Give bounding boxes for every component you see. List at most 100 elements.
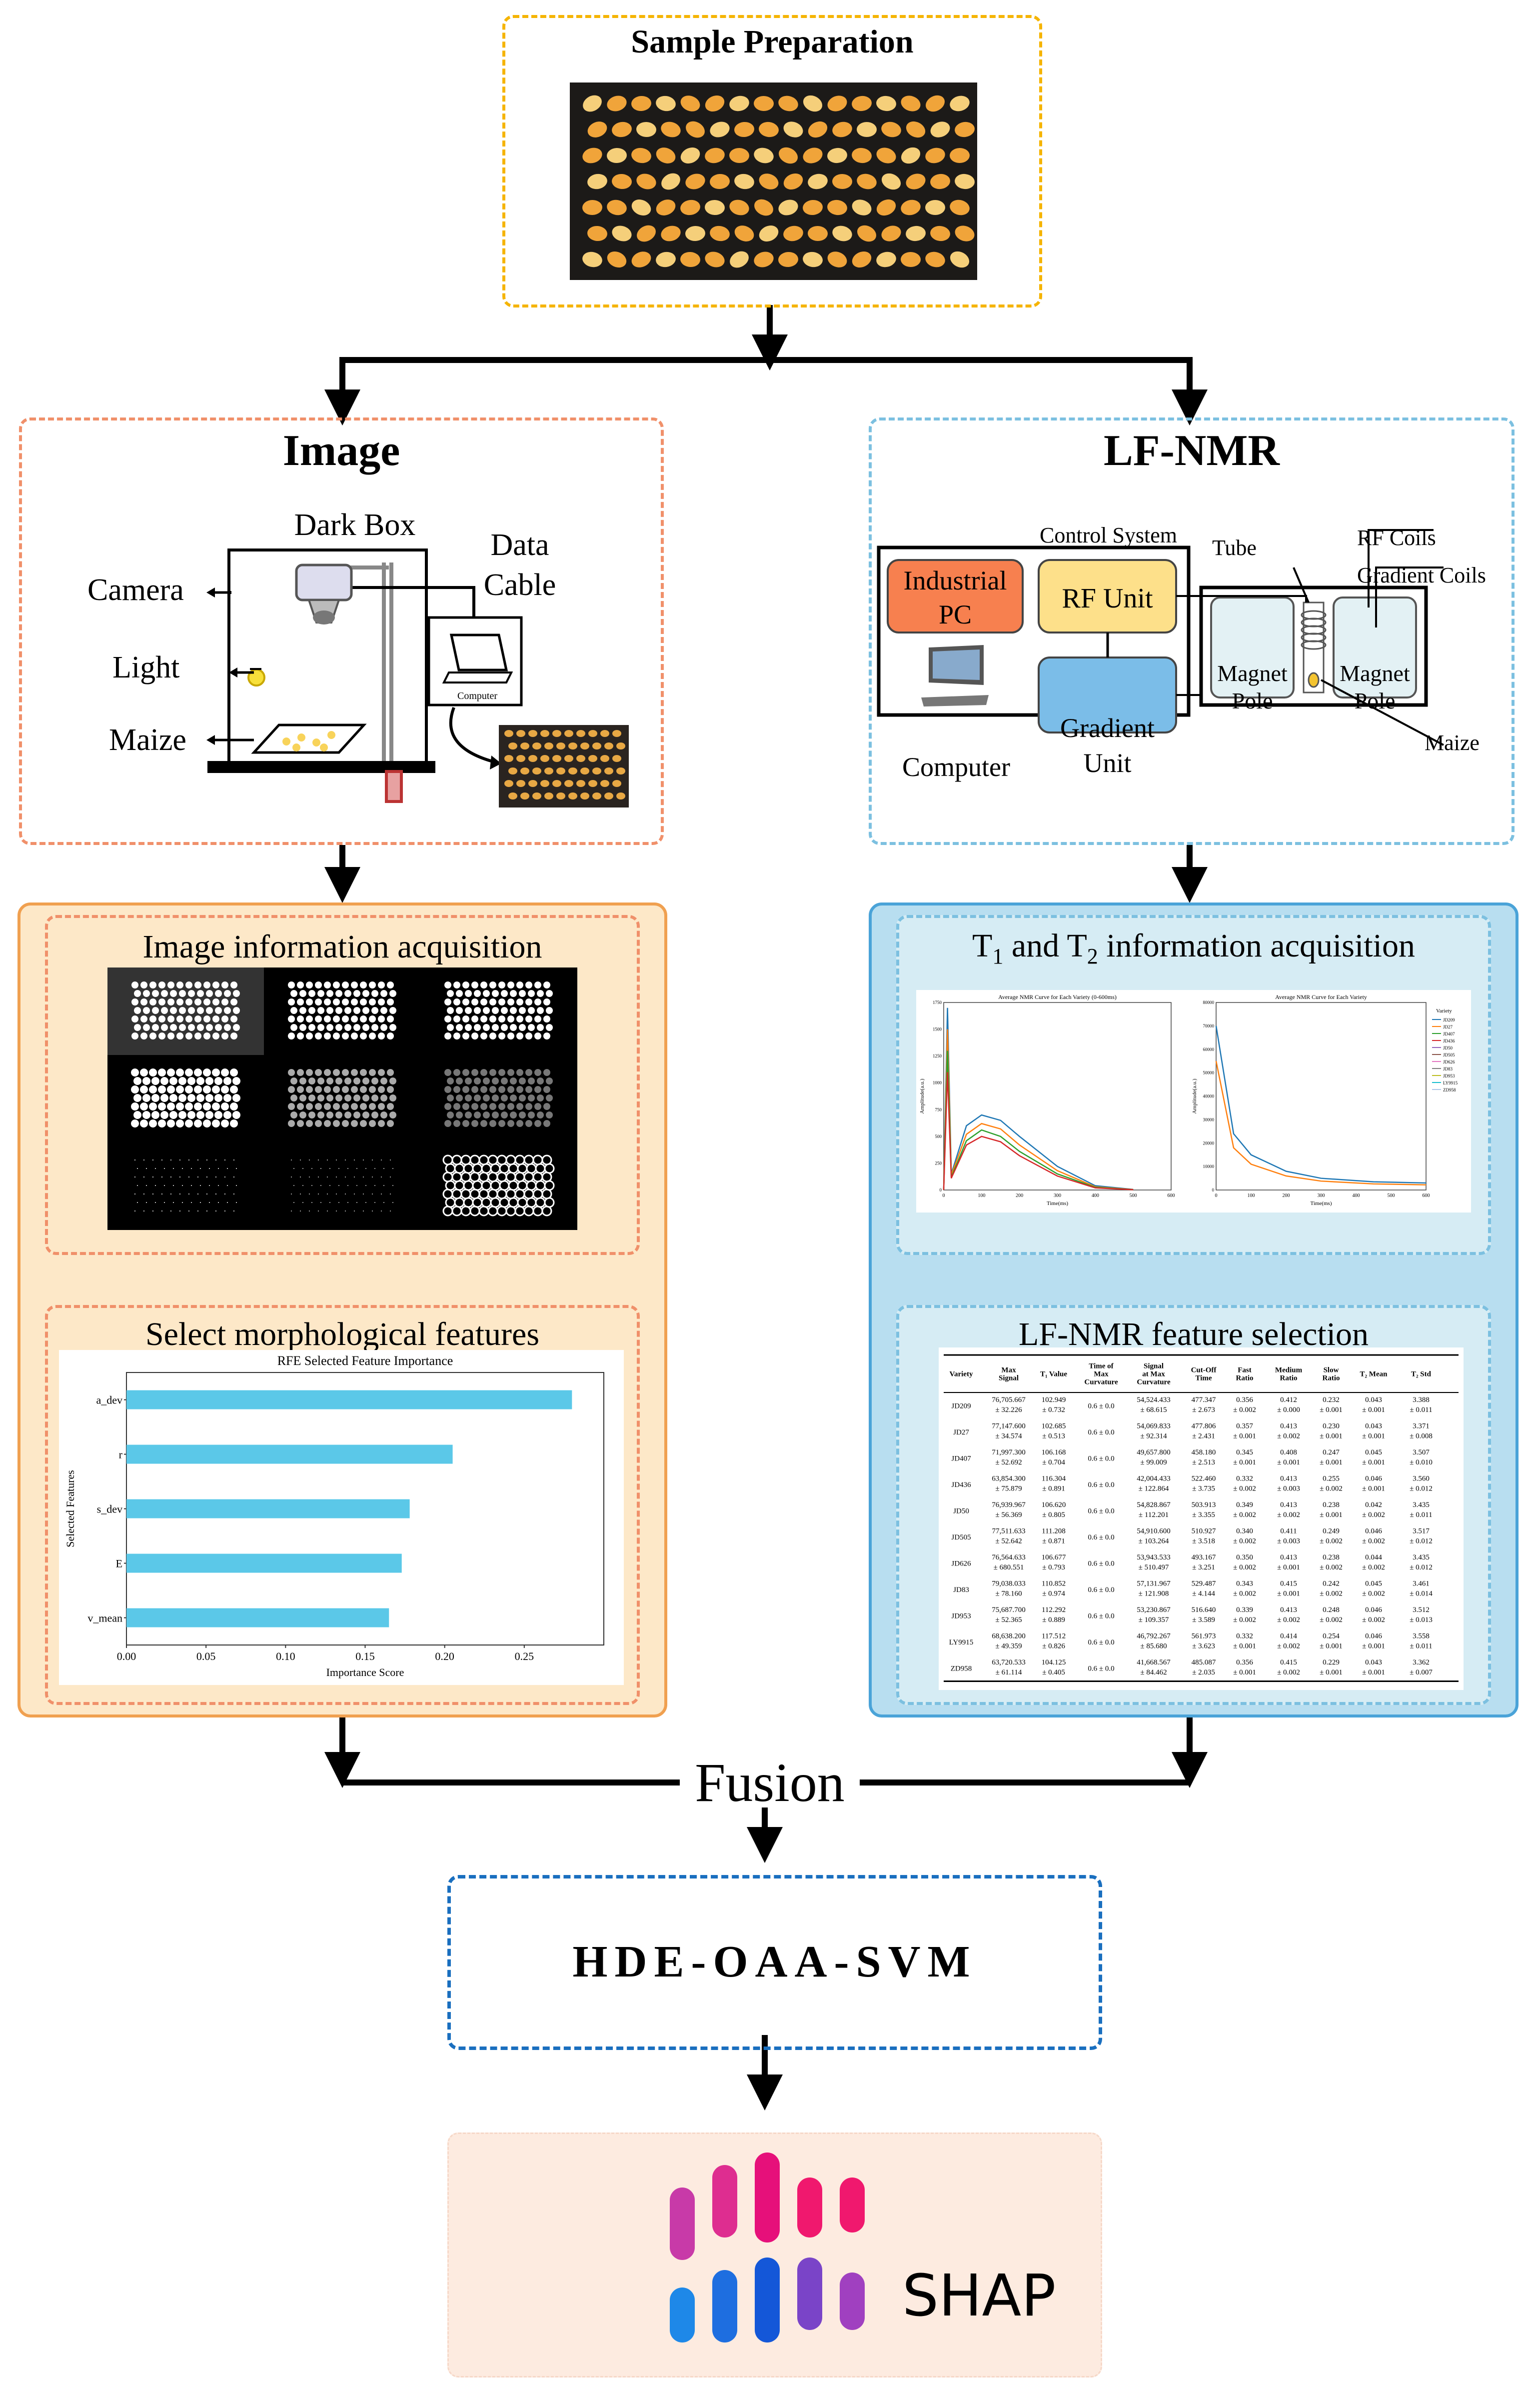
maize-kernel: [950, 148, 970, 164]
processed-image-cell: [264, 1142, 420, 1230]
kernel-blob: [297, 1086, 304, 1093]
table-cell: ± 3.623: [1192, 1642, 1215, 1650]
maize-kernel: [631, 96, 651, 112]
nmr-y-axis-label: Amplitude(a.u.): [919, 1078, 925, 1114]
image-box: Image: [19, 418, 664, 845]
mini-kernel: [504, 730, 513, 737]
kernel-blob: [315, 1120, 322, 1127]
table-cell: ± 0.513: [1042, 1432, 1065, 1440]
nmr-legend-entry: JD50: [1443, 1046, 1453, 1050]
maize-kernel: [734, 226, 754, 242]
kernel-blob: [369, 1120, 376, 1127]
kernel-blob: [324, 998, 331, 1006]
maize-photo: [570, 82, 977, 280]
mini-kernel: [616, 742, 625, 750]
mini-kernel: [600, 780, 609, 787]
kernel-blob: [194, 1068, 202, 1076]
maize-kernel: [705, 148, 725, 164]
kernel-blob: [306, 1016, 313, 1022]
mini-kernel: [528, 755, 537, 762]
kernel-blob: [203, 998, 210, 1006]
kernel-blob: [516, 1103, 523, 1110]
maize-kernel: [808, 121, 828, 138]
kernel-blob: [160, 1077, 168, 1085]
kernel-blob: [369, 1016, 376, 1022]
table-cell: 79,038.033: [992, 1580, 1026, 1588]
mini-kernel: [604, 742, 613, 750]
table-cell: ± 0.001: [1320, 1668, 1343, 1676]
maize-kernel: [705, 252, 725, 268]
nmr-x-axis-label: Time(ms): [1047, 1200, 1068, 1206]
maize-kernel: [803, 148, 823, 164]
table-cell: ± 92.314: [1140, 1432, 1167, 1440]
table-cell: ± 0.001: [1362, 1406, 1385, 1414]
table-cell: 0.046: [1365, 1528, 1382, 1536]
kernel-blob: [297, 1016, 304, 1022]
maize-kernel: [754, 96, 774, 112]
table-cell: ± 0.012: [1410, 1538, 1433, 1546]
kernel-blob: [221, 1032, 228, 1040]
kernel-blob: [176, 998, 183, 1006]
kernel-blob: [179, 1176, 180, 1178]
table-cell: ± 0.002: [1277, 1511, 1300, 1519]
maize-kernel: [636, 174, 656, 190]
table-header-cell: Curvature: [1137, 1378, 1171, 1386]
kernel-blob: [315, 1016, 322, 1022]
kernel-blob: [387, 998, 394, 1006]
maize-kernel: [803, 200, 823, 216]
table-header-cell: Ratio: [1280, 1374, 1298, 1382]
x-tick-label: 0.05: [196, 1650, 216, 1662]
table-cell: ± 0.002: [1233, 1564, 1256, 1572]
mini-kernel: [576, 730, 585, 737]
mini-kernel: [520, 792, 529, 800]
arrow-split-line: [339, 357, 1193, 395]
table-cell: ± 0.002: [1233, 1406, 1256, 1414]
kernel-blob: [351, 1069, 358, 1076]
kernel-blob: [290, 1112, 297, 1118]
kernel-blob: [227, 1168, 228, 1169]
table-cell: ± 0.002: [1320, 1590, 1343, 1598]
kernel-blob: [336, 1176, 337, 1178]
kernel-blob: [498, 1069, 505, 1076]
kernel-blob: [474, 1007, 481, 1014]
mini-kernel: [516, 780, 525, 787]
table-cell: ± 0.000: [1277, 1406, 1300, 1414]
kernel-blob: [525, 1016, 532, 1022]
table-header-cell: T₂ Mean: [1360, 1370, 1388, 1378]
kernel-blob: [214, 1077, 222, 1085]
kernel-blob: [324, 1103, 331, 1110]
kernel-blob: [381, 1210, 382, 1212]
kernel-blob: [215, 1007, 222, 1014]
table-cell: ± 0.805: [1042, 1511, 1065, 1519]
table-cell: 510.927: [1192, 1528, 1216, 1536]
table-cell: 0.415: [1280, 1580, 1297, 1588]
kernel-blob: [297, 1032, 304, 1040]
table-cell: 0.349: [1236, 1501, 1253, 1509]
kernel-blob: [161, 1176, 162, 1178]
kernel-blob: [501, 1078, 508, 1084]
maize-kernel: [808, 174, 828, 190]
table-cell: 0.6 ± 0.0: [1088, 1428, 1114, 1436]
model-label: HDE-OAA-SVM: [572, 1937, 977, 1986]
maize-kernel: [876, 96, 896, 112]
maize-kernel: [582, 200, 602, 216]
table-cell: 3.461: [1413, 1580, 1430, 1588]
kernel-blob: [492, 990, 499, 997]
kernel-blob: [158, 1016, 165, 1022]
kernel-blob: [188, 990, 195, 997]
table-cell: ± 0.793: [1042, 1564, 1065, 1572]
kernel-blob: [356, 1202, 357, 1203]
morphological-selection-title: Select morphological features: [145, 1316, 540, 1352]
kernel-blob: [444, 1086, 451, 1093]
nmr-y-tick-label: 80000: [1203, 1000, 1215, 1005]
kernel-blob: [152, 1210, 153, 1212]
laptop-icon: [427, 616, 523, 706]
kernel-blob: [327, 1176, 328, 1178]
maize-kernel: [950, 251, 970, 268]
table-cell: ± 0.002: [1362, 1590, 1385, 1598]
table-header-cell: Signal: [1144, 1362, 1164, 1370]
kernel-blob: [140, 1032, 147, 1040]
kernel-blob: [203, 1086, 211, 1094]
mini-kernel: [540, 780, 549, 787]
mini-kernel: [568, 792, 577, 800]
